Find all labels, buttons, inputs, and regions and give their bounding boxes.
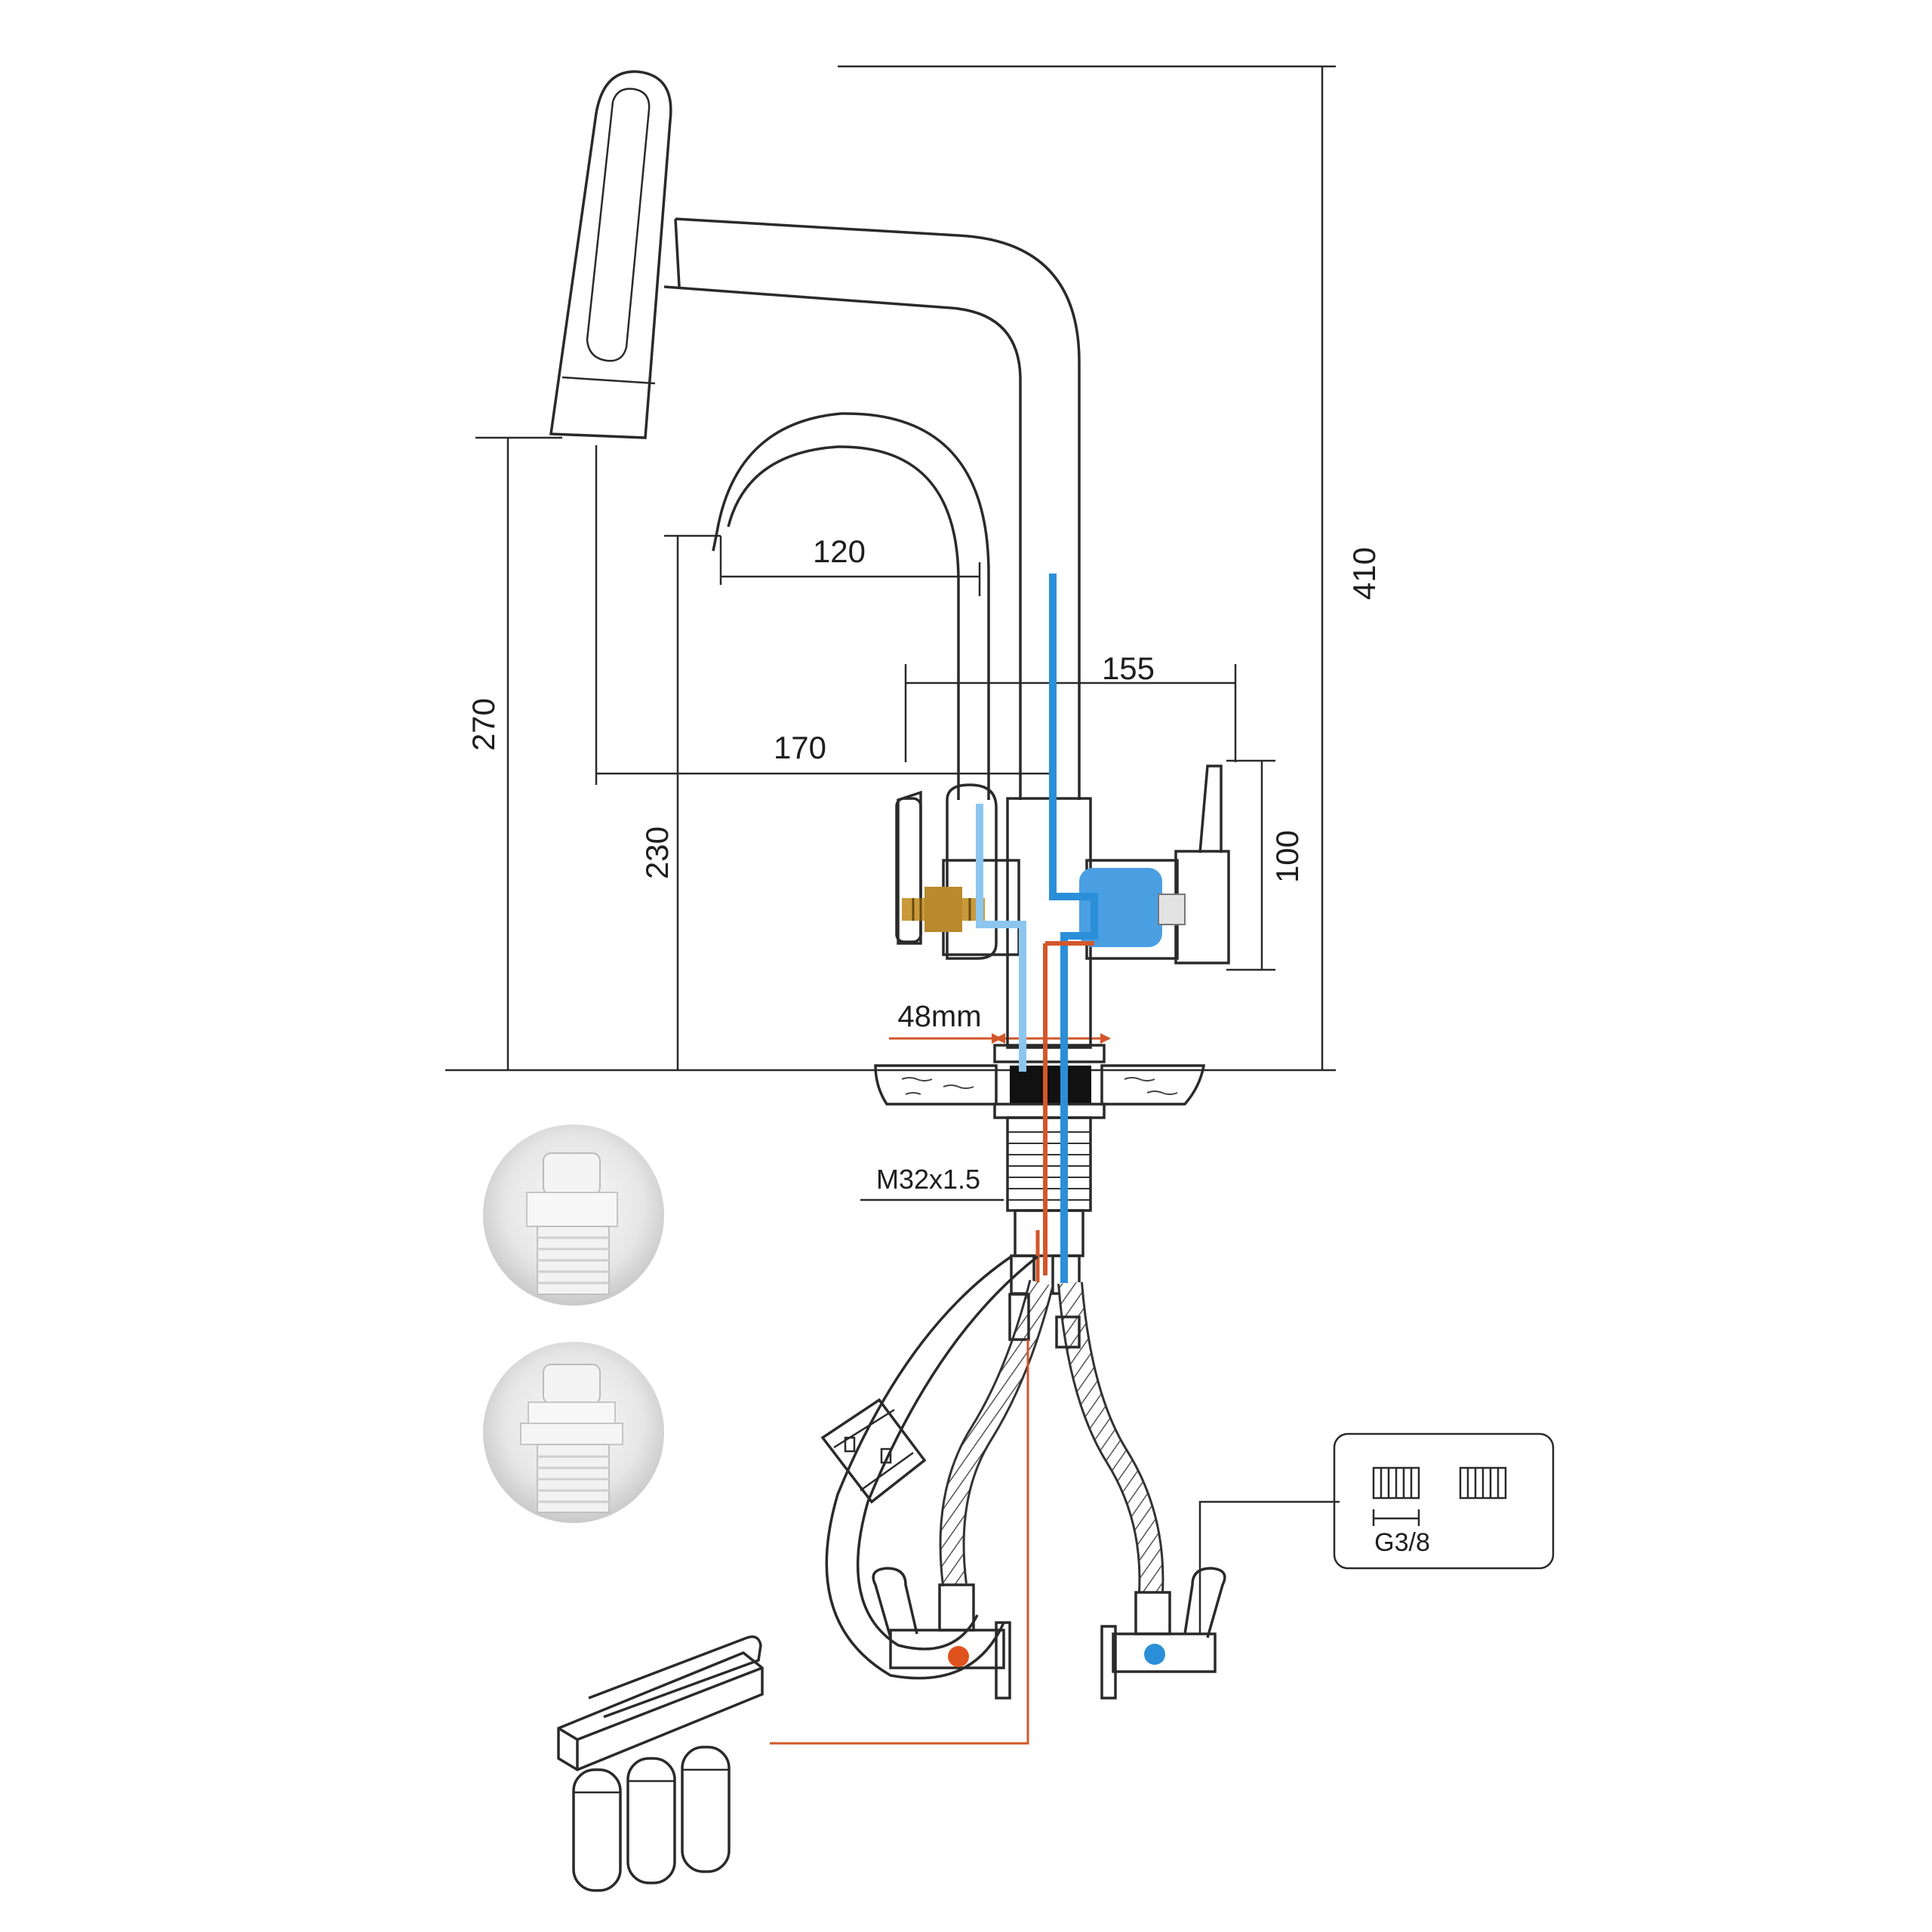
dim-main-spout-height: 270 — [466, 698, 501, 751]
three-stage-filter-icon — [557, 1635, 764, 1892]
connector-callout — [1333, 1432, 1555, 1570]
cold-valve-marker — [1144, 1644, 1165, 1665]
brass-valve-cartridge — [902, 887, 985, 932]
dim-handle-span: 155 — [1102, 651, 1155, 686]
dim-filter-spout-reach: 120 — [813, 534, 866, 569]
dim-total-height: 410 — [1346, 547, 1382, 600]
faucet-outline — [549, 70, 1230, 1295]
water-lines — [976, 574, 1098, 1283]
hot-valve-marker — [948, 1646, 969, 1667]
cartridges — [902, 868, 1186, 947]
adapter-photo-straight — [483, 1124, 664, 1306]
hoses — [770, 1255, 1164, 1745]
dim-base-diameter: 48mm — [897, 1000, 981, 1033]
dim-thread: M32x1.5 — [876, 1164, 980, 1195]
dim-main-spout-reach: 170 — [774, 730, 826, 765]
hot-angle-valve — [872, 1567, 1011, 1700]
dim-handle-height: 100 — [1269, 830, 1305, 883]
dim-connector-thread: G3/8 — [1374, 1528, 1430, 1557]
adapter-photo-flanged — [483, 1342, 664, 1523]
dim-filter-spout-height: 230 — [639, 826, 675, 879]
dimension-lines — [445, 65, 1336, 1201]
ceramic-cartridge — [1079, 868, 1162, 947]
cold-angle-valve — [1100, 1567, 1226, 1700]
